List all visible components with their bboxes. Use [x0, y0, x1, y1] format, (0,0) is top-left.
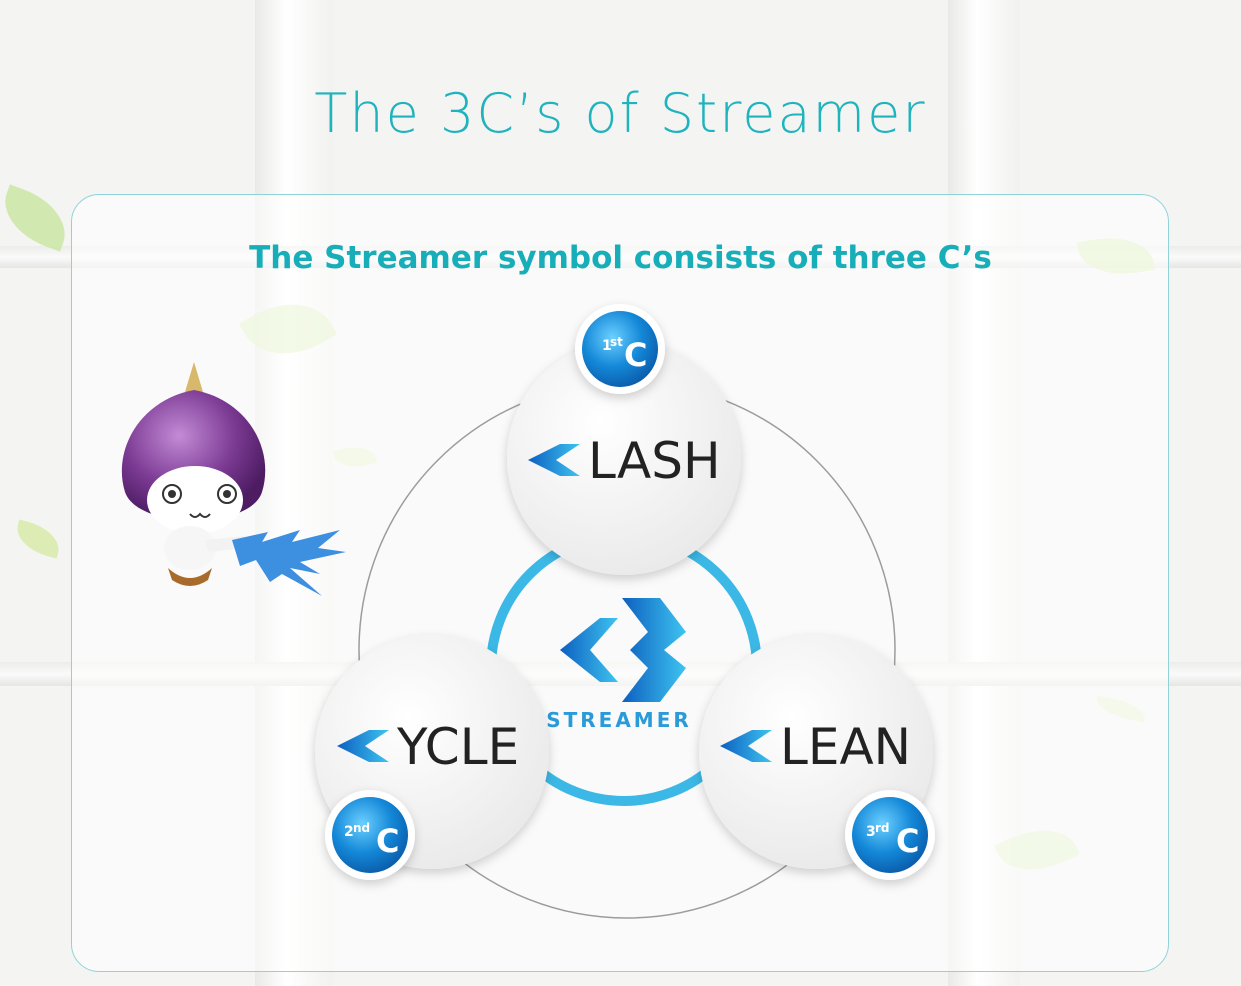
badge-ordinal-suffix: st	[610, 335, 623, 349]
streamer-logo-right-chevron	[622, 598, 686, 702]
mascot-skirt	[168, 568, 212, 586]
streamer-logo: STREAMER	[546, 598, 692, 732]
badge-ordinal-number: 2	[344, 824, 354, 840]
c-chevron-icon	[720, 730, 772, 762]
streamer-logo-left-chevron	[560, 618, 618, 682]
badge-letter: C	[896, 822, 919, 860]
badge-ordinal-suffix: nd	[353, 821, 370, 835]
streamer-mascot-illustration	[121, 362, 346, 596]
node-word: LASH	[588, 432, 721, 490]
c-chevron-icon	[337, 730, 389, 762]
streamer-logo-text: STREAMER	[546, 708, 692, 732]
mascot-horn	[185, 362, 203, 392]
ordinal-badge: 2 nd C	[325, 790, 415, 880]
node-word: YCLE	[396, 718, 519, 776]
ordinal-badge: 3 rd C	[845, 790, 935, 880]
mascot-body	[164, 526, 216, 570]
badge-letter: C	[376, 822, 399, 860]
mascot-mouth	[189, 512, 211, 518]
node-clash: LASH 1 st C	[507, 304, 741, 575]
diagram-subtitle: The Streamer symbol consists of three C’…	[249, 240, 992, 276]
page-title: The 3C’s of Streamer	[314, 82, 927, 145]
lightning-bolt-icon	[232, 530, 346, 596]
node-clean: LEAN 3 rd C	[699, 635, 935, 880]
c-chevron-icon	[528, 444, 580, 476]
ordinal-badge: 1 st C	[575, 304, 665, 394]
mascot-face	[147, 466, 243, 534]
node-disc	[507, 341, 741, 575]
badge-letter: C	[624, 336, 647, 374]
node-word: LEAN	[780, 718, 911, 776]
badge-ordinal-number: 1	[602, 338, 612, 354]
node-cycle: YCLE 2 nd C	[315, 635, 549, 880]
badge-ordinal-suffix: rd	[875, 821, 890, 835]
badge-ordinal-number: 3	[866, 824, 876, 840]
